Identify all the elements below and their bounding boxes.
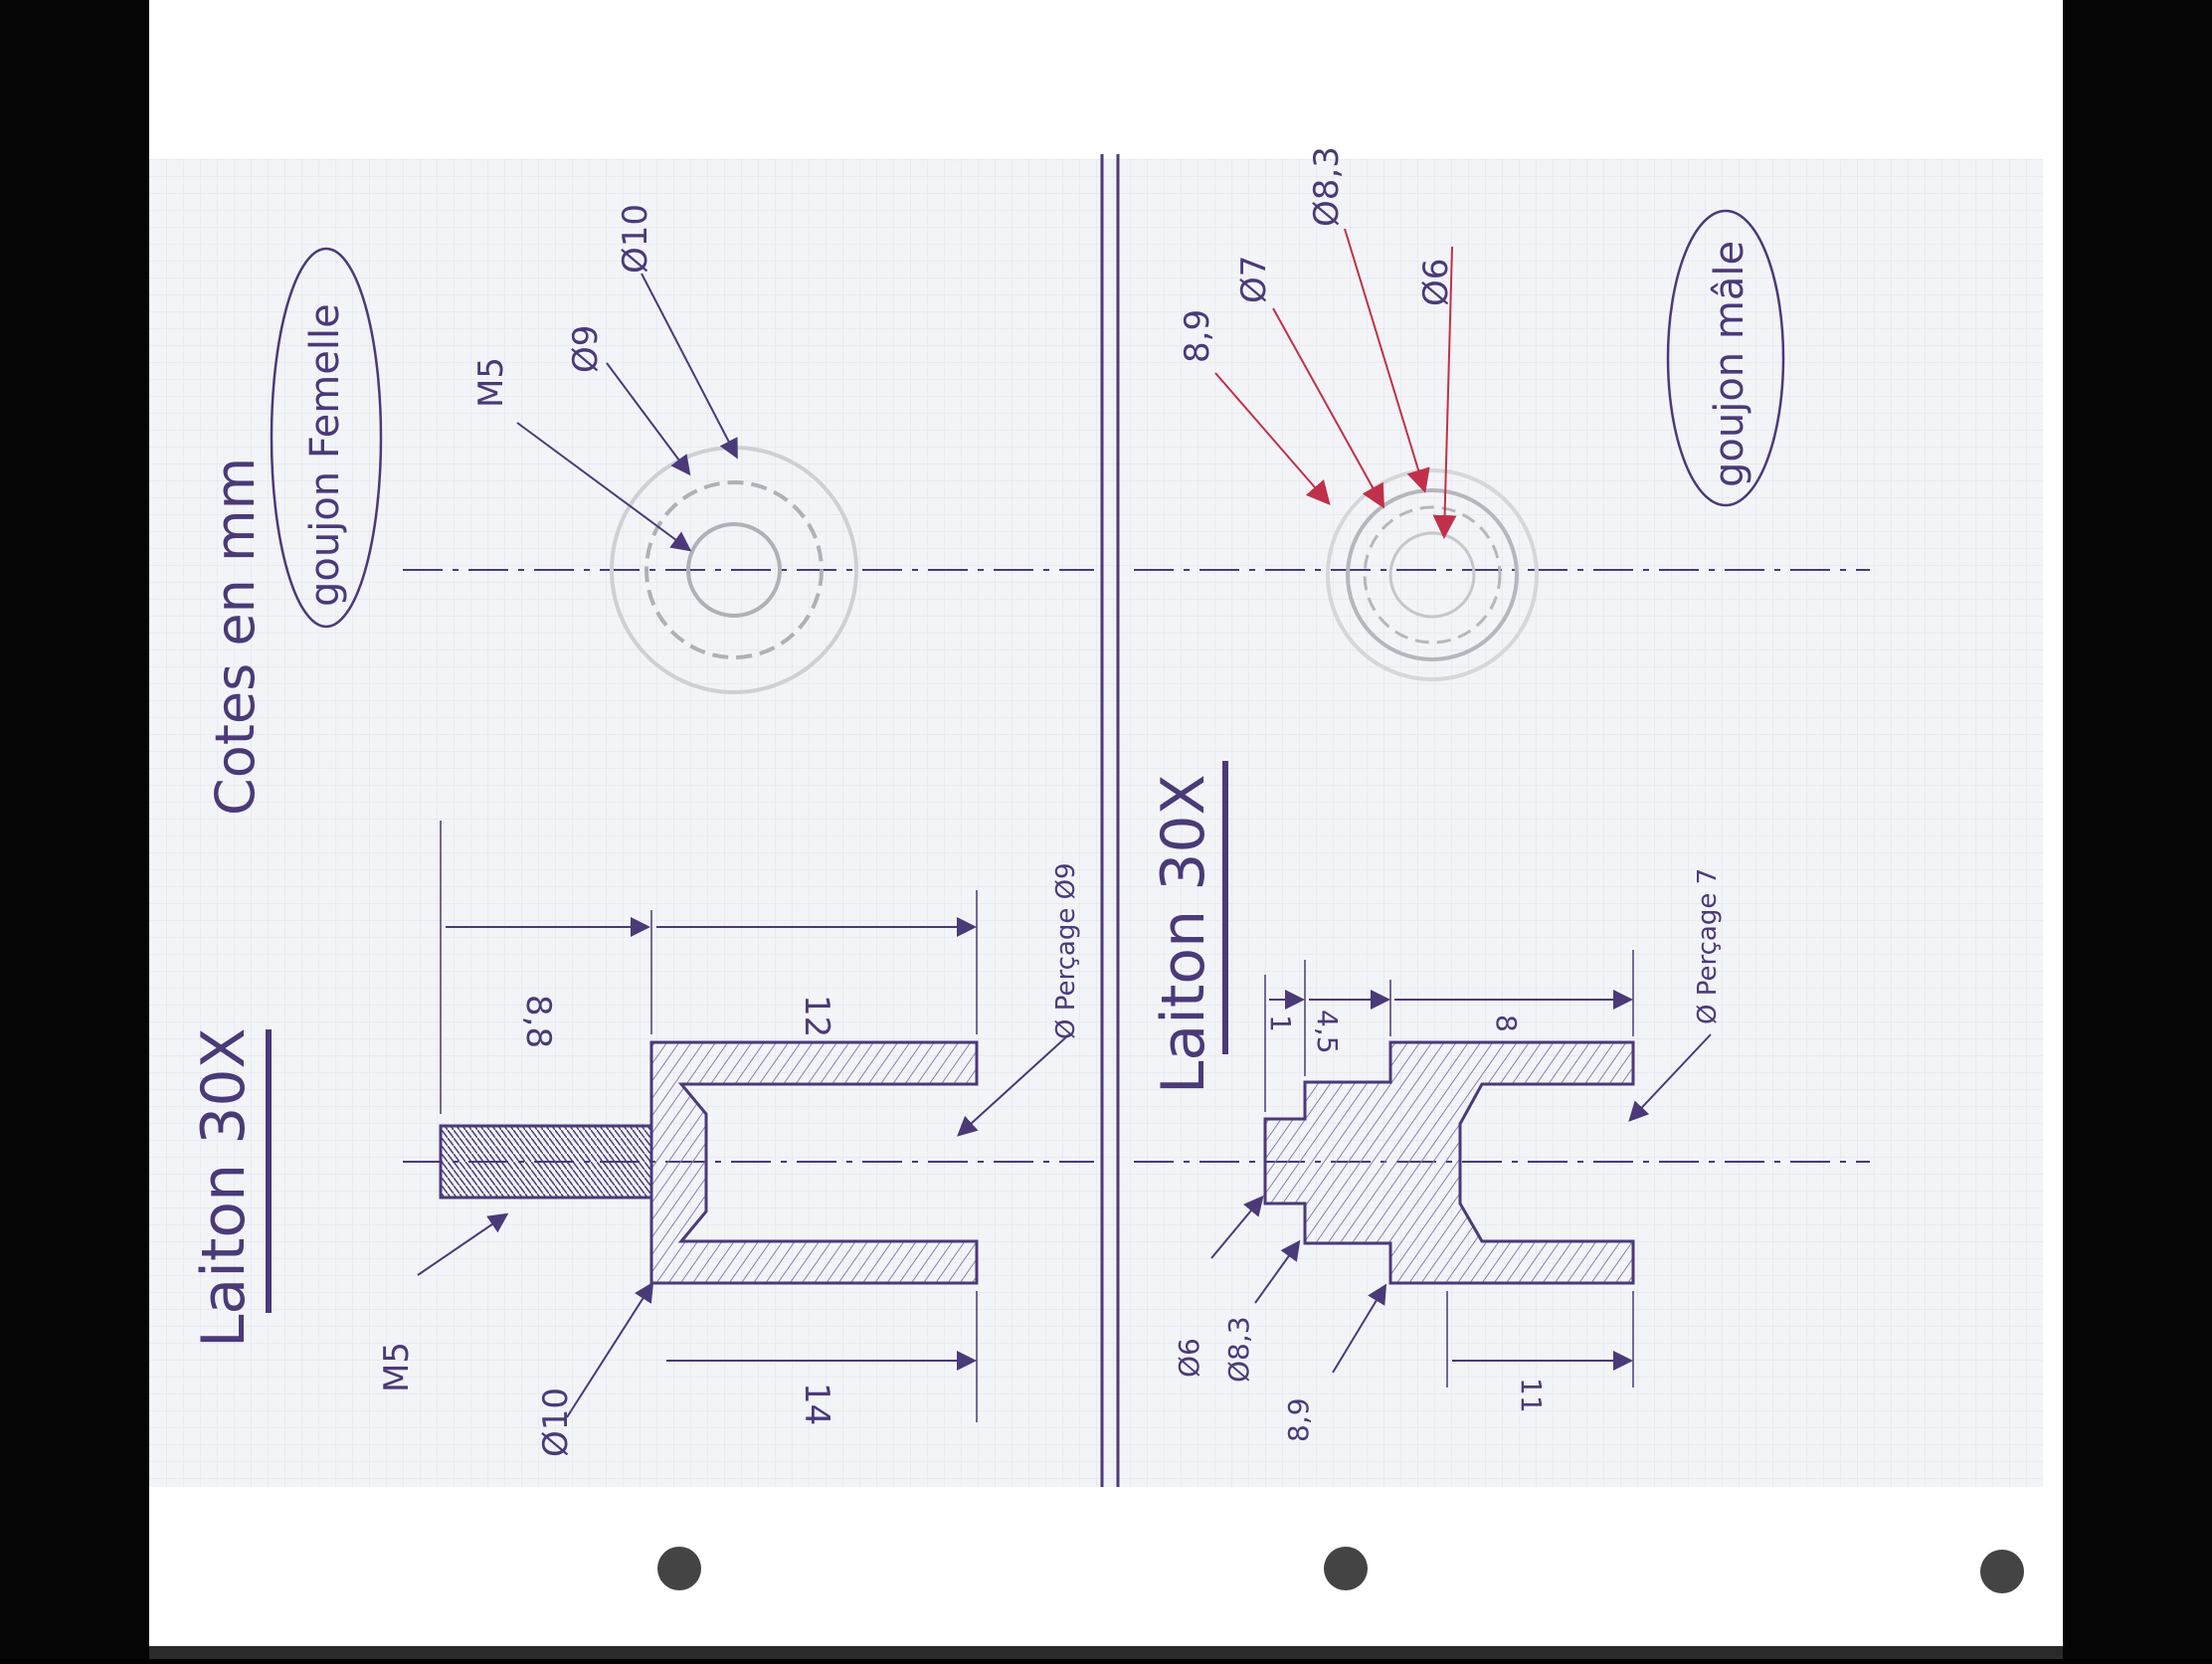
right-end-view — [1134, 228, 1870, 681]
right-dim-pin-diameter: Ø6 — [1173, 1338, 1205, 1378]
left-dim-bore-depth: 12 — [797, 995, 836, 1037]
left-end-view — [403, 273, 1094, 694]
left-part-name-oval — [270, 247, 383, 629]
left-thread-label: M5 — [377, 1342, 417, 1392]
right-material: Laiton 30X — [1149, 774, 1218, 1094]
left-dim-body-length: 14 — [797, 1383, 836, 1425]
right-end-label-d7: Ø7 — [1234, 256, 1274, 303]
binder-hole-icon — [1980, 1550, 2024, 1593]
left-section-view — [403, 821, 1094, 1422]
left-end-label-d9: Ø9 — [566, 325, 606, 373]
right-dim-body-length: 11 — [1515, 1378, 1548, 1413]
page-title: Cotes en mm — [204, 458, 267, 816]
right-drilling-note: Ø Perçage 7 — [1693, 868, 1723, 1024]
left-part-name: goujon Femelle — [302, 303, 348, 607]
right-dim-mid-diameter: Ø8,3 — [1222, 1316, 1255, 1383]
right-dim-body-diameter: 8,9 — [1282, 1397, 1315, 1442]
right-end-label-d6: Ø6 — [1416, 259, 1456, 306]
right-part-name: goujon mâle — [1707, 241, 1752, 487]
right-dim-step2: 4,5 — [1311, 1010, 1344, 1054]
binder-hole-icon — [1324, 1547, 1368, 1590]
binder-hole-icon — [657, 1547, 701, 1590]
right-dim-bore-depth: 8 — [1490, 1015, 1523, 1032]
thread-m5 — [439, 1124, 653, 1200]
right-section-view — [1134, 950, 1870, 1387]
left-end-label-d10: Ø10 — [616, 204, 655, 274]
right-dim-step1: 1 — [1264, 1015, 1297, 1032]
right-end-label-d83: Ø8,3 — [1307, 146, 1347, 227]
left-end-label-m5: M5 — [471, 357, 511, 408]
left-dim-body-diameter: Ø10 — [536, 1387, 576, 1457]
left-material: Laiton 30X — [189, 1027, 259, 1348]
graph-grid — [149, 159, 2043, 1487]
right-end-label-89: 8,9 — [1178, 309, 1217, 363]
right-part-name-oval — [1666, 209, 1785, 507]
left-dim-stud-length: 8,8 — [518, 995, 558, 1048]
left-drilling-note: Ø Perçage Ø9 — [1051, 862, 1081, 1039]
